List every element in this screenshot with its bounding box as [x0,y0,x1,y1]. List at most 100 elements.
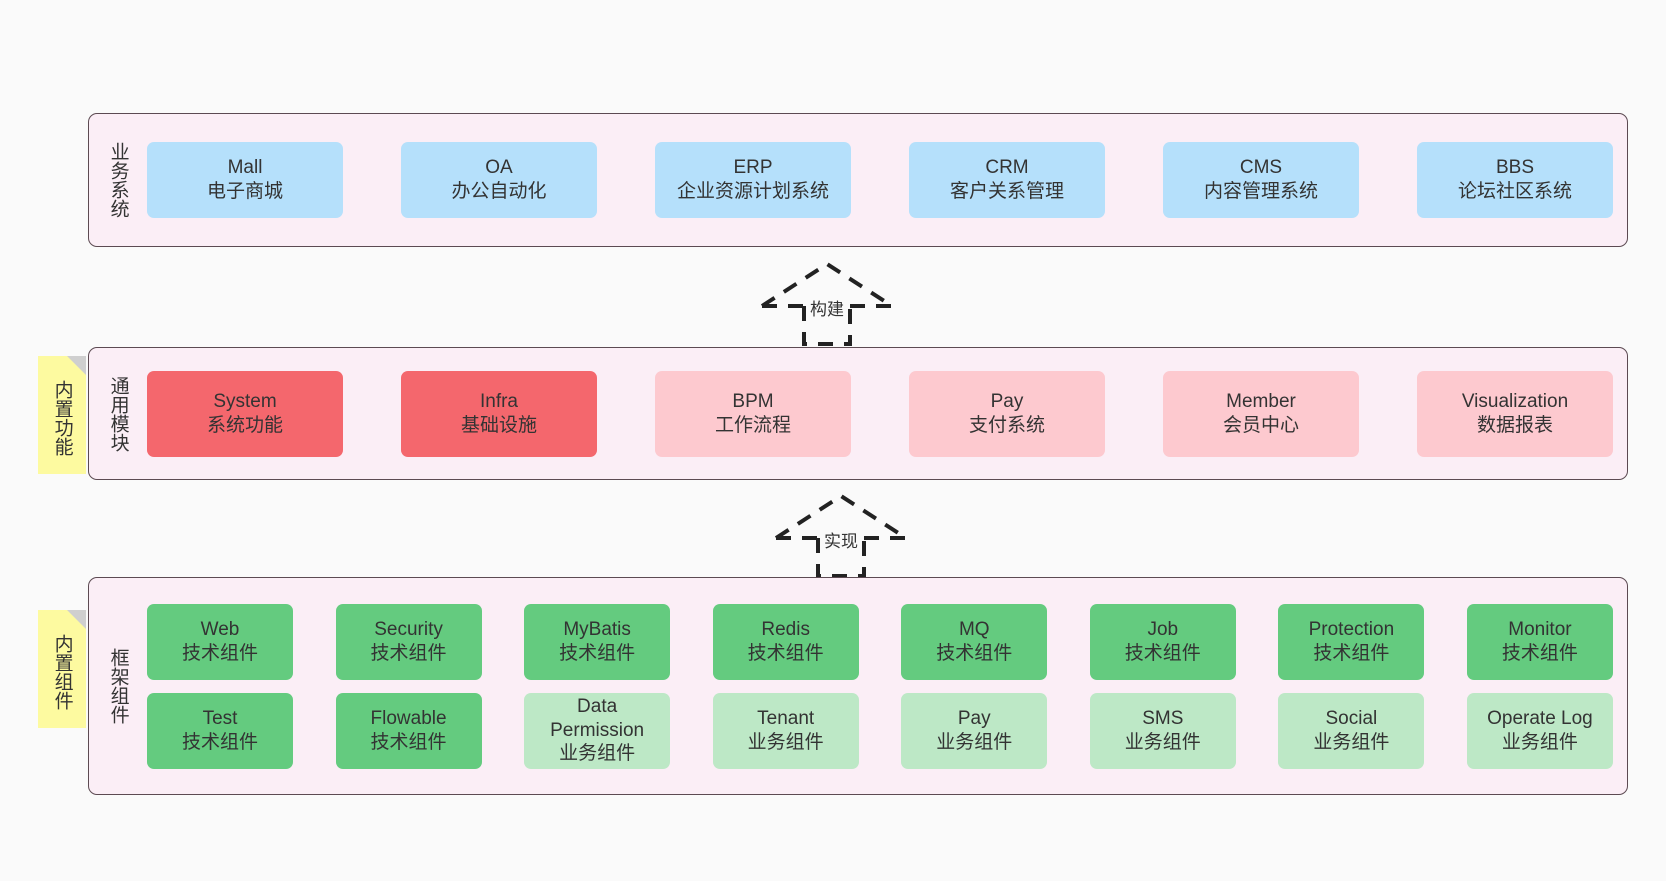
card-title: Redis [761,618,810,640]
card-flowable[interactable]: Flowable 技术组件 [335,692,482,769]
card-mall[interactable]: Mall 电子商城 [147,142,343,218]
card-monitor[interactable]: Monitor 技术组件 [1466,603,1613,680]
build-arrow-label: 构建 [810,300,844,319]
card-bbs[interactable]: BBS 论坛社区系统 [1417,142,1613,218]
sticky-builtin-component: 内置组件 [38,610,86,728]
card-title: Web [200,618,240,640]
card-subtitle: 基础设施 [460,414,537,436]
framework-layer-body: Web 技术组件 Security 技术组件 MyBatis 技术组件 Redi… [137,578,1627,794]
card-bpm[interactable]: BPM 工作流程 [655,370,851,457]
card-title: SMS [1142,707,1184,729]
card-title: MQ [958,618,990,640]
card-mybatis[interactable]: MyBatis 技术组件 [524,603,671,680]
card-infra[interactable]: Infra 基础设施 [401,370,597,457]
card-subtitle: 技术组件 [370,731,447,753]
card-subtitle: 数据报表 [1476,414,1553,436]
framework-row-2: Test 技术组件 Flowable 技术组件 Data Permission … [147,692,1613,769]
card-title: Pay [957,707,991,729]
card-title: Flowable [370,707,447,729]
card-subtitle: 系统功能 [206,414,283,436]
card-title: Data Permission [550,695,645,741]
card-subtitle: 论坛社区系统 [1457,181,1572,202]
business-system-layer: 业务系统 Mall 电子商城 OA 办公自动化 ERP 企业资源计划系统 CRM… [88,113,1628,247]
card-subtitle: 业务组件 [747,731,824,753]
card-subtitle: 技术组件 [747,642,824,664]
card-subtitle: 办公自动化 [451,181,547,202]
card-subtitle: 业务组件 [1501,731,1578,753]
card-title: CMS [1239,157,1283,179]
card-subtitle: 技术组件 [1124,642,1201,664]
card-subtitle: 企业资源计划系统 [676,181,829,202]
card-redis[interactable]: Redis 技术组件 [712,603,859,680]
card-visualization[interactable]: Visualization 数据报表 [1417,370,1613,457]
card-subtitle: 技术组件 [559,642,636,664]
card-pay[interactable]: Pay 支付系统 [909,370,1105,457]
card-title: BPM [732,390,774,412]
card-job[interactable]: Job 技术组件 [1089,603,1236,680]
card-title: Job [1147,618,1179,640]
card-title: Mall [227,157,263,179]
common-module-layer-body: System 系统功能 Infra 基础设施 BPM 工作流程 Pay 支付系统… [137,348,1627,479]
card-tenant[interactable]: Tenant 业务组件 [712,692,859,769]
sticky-fold-icon [67,356,86,375]
card-subtitle: 技术组件 [370,642,447,664]
card-oa[interactable]: OA 办公自动化 [401,142,597,218]
card-title: Monitor [1508,618,1572,640]
card-title: CRM [985,157,1029,179]
sticky-label: 内置功能 [51,380,73,456]
connector-build: 构建 [752,258,902,346]
card-title: Security [374,618,443,640]
framework-row-1: Web 技术组件 Security 技术组件 MyBatis 技术组件 Redi… [147,603,1613,680]
card-pay-component[interactable]: Pay 业务组件 [901,692,1048,769]
implement-arrow-label: 实现 [824,532,858,551]
card-member[interactable]: Member 会员中心 [1163,370,1359,457]
card-web[interactable]: Web 技术组件 [147,603,293,680]
card-title: BBS [1495,157,1535,179]
card-mq[interactable]: MQ 技术组件 [901,603,1048,680]
sticky-fold-icon [67,610,86,629]
card-subtitle: 技术组件 [181,642,258,664]
card-title: ERP [733,157,773,179]
card-protection[interactable]: Protection 技术组件 [1278,603,1425,680]
implement-arrow-icon [774,493,908,578]
connector-implement: 实现 [766,490,916,578]
framework-layer-title: 框架组件 [107,648,129,724]
card-title: Test [202,707,238,729]
card-subtitle: 工作流程 [714,414,791,436]
card-title: Visualization [1461,390,1569,412]
card-title: Operate Log [1487,707,1593,729]
card-subtitle: 技术组件 [1313,642,1390,664]
common-module-layer: 通用模块 System 系统功能 Infra 基础设施 BPM 工作流程 Pay… [88,347,1628,480]
sticky-label: 内置组件 [51,634,73,710]
card-system[interactable]: System 系统功能 [147,370,343,457]
card-subtitle: 业务组件 [936,731,1013,753]
card-title: Pay [990,390,1024,412]
card-erp[interactable]: ERP 企业资源计划系统 [655,142,851,218]
card-title: Infra [479,390,519,412]
card-subtitle: 电子商城 [206,181,283,202]
card-title: OA [485,157,513,179]
card-subtitle: 技术组件 [1501,642,1578,664]
card-subtitle: 业务组件 [559,743,636,765]
business-layer-body: Mall 电子商城 OA 办公自动化 ERP 企业资源计划系统 CRM 客户关系… [137,114,1627,246]
card-social[interactable]: Social 业务组件 [1278,692,1425,769]
framework-component-layer: 框架组件 Web 技术组件 Security 技术组件 MyBatis 技术组件… [88,577,1628,795]
card-subtitle: 支付系统 [968,414,1045,436]
card-subtitle: 业务组件 [1124,731,1201,753]
card-subtitle: 内容管理系统 [1203,181,1318,202]
card-subtitle: 技术组件 [181,731,258,753]
card-subtitle: 技术组件 [936,642,1013,664]
card-cms[interactable]: CMS 内容管理系统 [1163,142,1359,218]
card-operate-log[interactable]: Operate Log 业务组件 [1466,692,1613,769]
card-data-permission[interactable]: Data Permission 业务组件 [524,692,671,769]
card-title: Social [1325,707,1378,729]
card-crm[interactable]: CRM 客户关系管理 [909,142,1105,218]
card-test[interactable]: Test 技术组件 [147,692,293,769]
card-security[interactable]: Security 技术组件 [335,603,482,680]
card-title: Tenant [757,707,815,729]
common-module-layer-title: 通用模块 [107,375,129,452]
business-layer-title: 业务系统 [107,142,129,218]
card-subtitle: 客户关系管理 [949,181,1064,202]
card-sms[interactable]: SMS 业务组件 [1089,692,1236,769]
card-subtitle: 业务组件 [1313,731,1390,753]
